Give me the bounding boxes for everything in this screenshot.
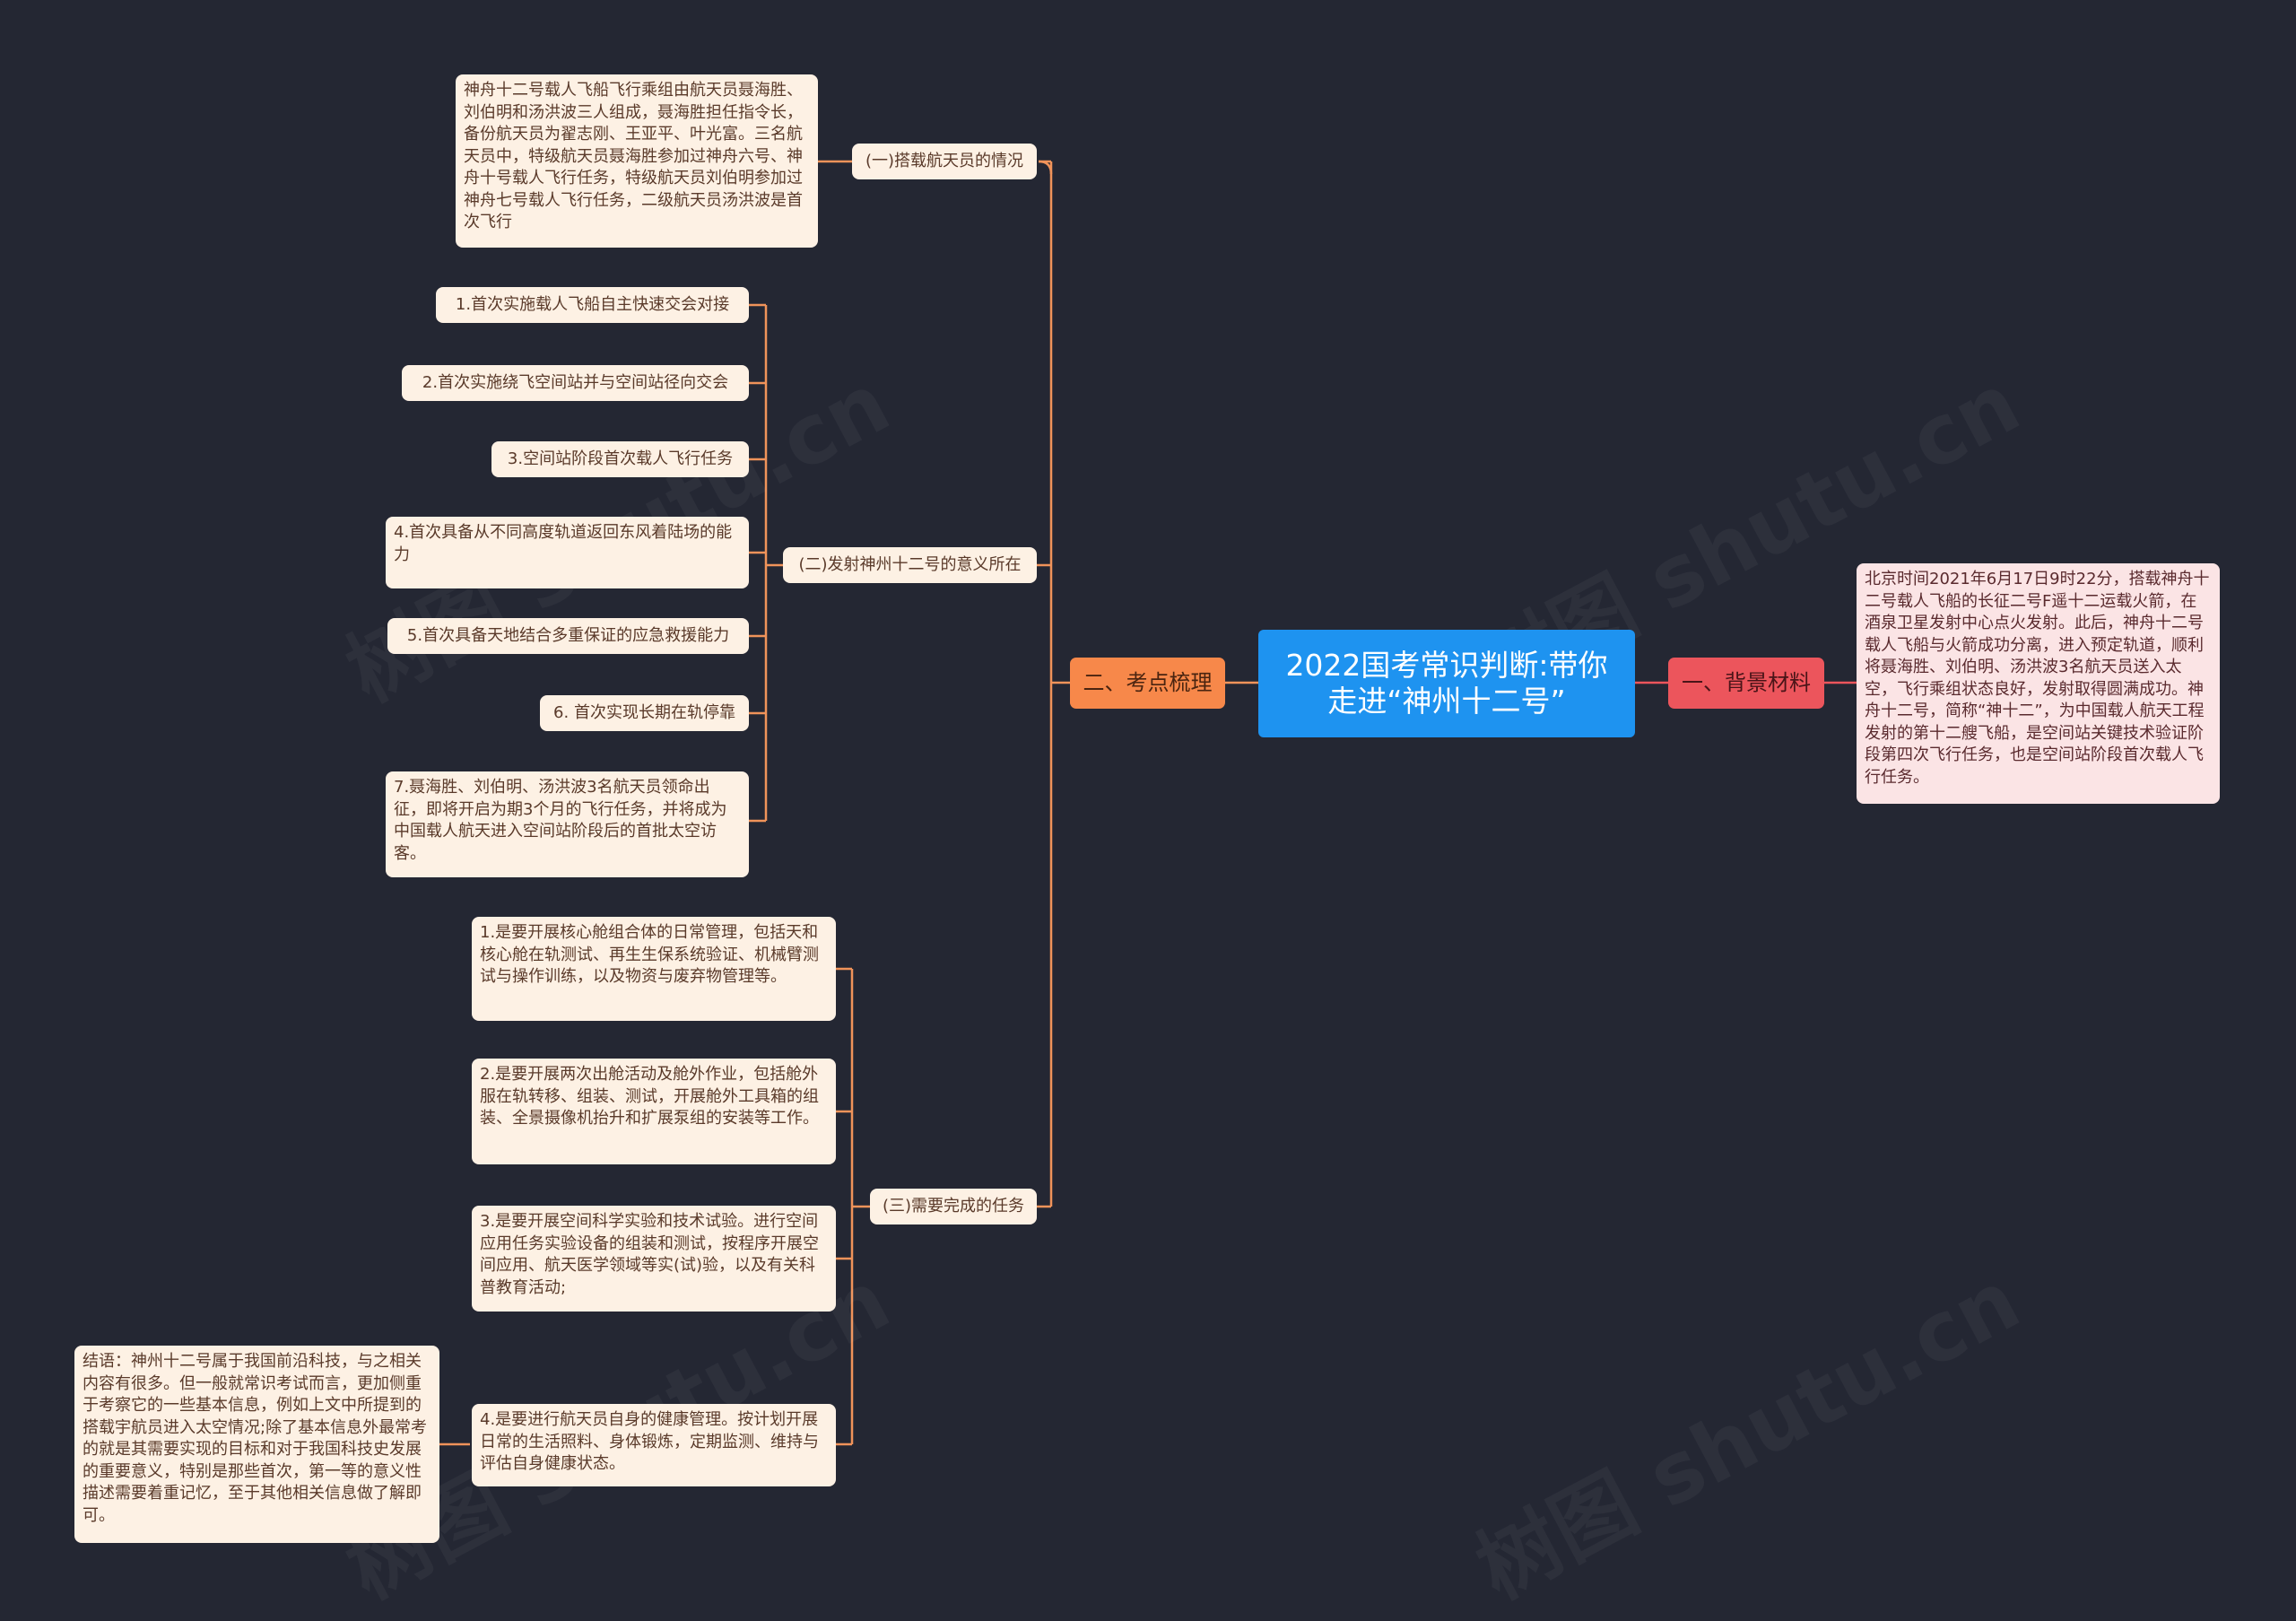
section-significance[interactable]: (二)发射神州十二号的意义所在 (783, 547, 1037, 583)
significance-item[interactable]: 2.首次实施绕飞空间站并与空间站径向交会 (402, 365, 749, 401)
branch-key-points[interactable]: 二、考点梳理 (1070, 658, 1225, 709)
task-item[interactable]: 2.是要开展两次出舱活动及舱外作业，包括舱外服在轨转移、组装、测试，开展舱外工具… (472, 1059, 836, 1164)
significance-item[interactable]: 5.首次具备天地结合多重保证的应急救援能力 (387, 618, 749, 654)
section-tasks[interactable]: (三)需要完成的任务 (870, 1189, 1037, 1224)
conclusion-note[interactable]: 结语：神州十二号属于我国前沿科技，与之相关内容有很多。但一般就常识考试而言，更加… (74, 1346, 439, 1543)
significance-item[interactable]: 4.首次具备从不同高度轨道返回东风着陆场的能力 (386, 517, 749, 588)
task-item[interactable]: 4.是要进行航天员自身的健康管理。按计划开展日常的生活照料、身体锻炼，定期监测、… (472, 1404, 836, 1486)
section-crew-info[interactable]: (一)搭载航天员的情况 (852, 144, 1037, 179)
significance-item[interactable]: 1.首次实施载人飞船自主快速交会对接 (436, 287, 749, 323)
crew-info-detail[interactable]: 神舟十二号载人飞船飞行乘组由航天员聂海胜、刘伯明和汤洪波三人组成，聂海胜担任指令… (456, 74, 818, 248)
task-item[interactable]: 1.是要开展核心舱组合体的日常管理，包括天和核心舱在轨测试、再生生保系统验证、机… (472, 917, 836, 1021)
background-material-text[interactable]: 北京时间2021年6月17日9时22分，搭载神舟十二号载人飞船的长征二号F遥十二… (1857, 563, 2220, 804)
root-topic[interactable]: 2022国考常识判断:带你走进“神州十二号” (1258, 630, 1635, 737)
significance-item[interactable]: 6. 首次实现长期在轨停靠 (540, 695, 749, 731)
significance-item[interactable]: 3.空间站阶段首次载人飞行任务 (491, 441, 749, 477)
branch-background-material[interactable]: 一、背景材料 (1668, 658, 1824, 709)
task-item[interactable]: 3.是要开展空间科学实验和技术试验。进行空间应用任务实验设备的组装和测试，按程序… (472, 1206, 836, 1312)
significance-item[interactable]: 7.聂海胜、刘伯明、汤洪波3名航天员领命出征，即将开启为期3个月的飞行任务，并将… (386, 771, 749, 877)
